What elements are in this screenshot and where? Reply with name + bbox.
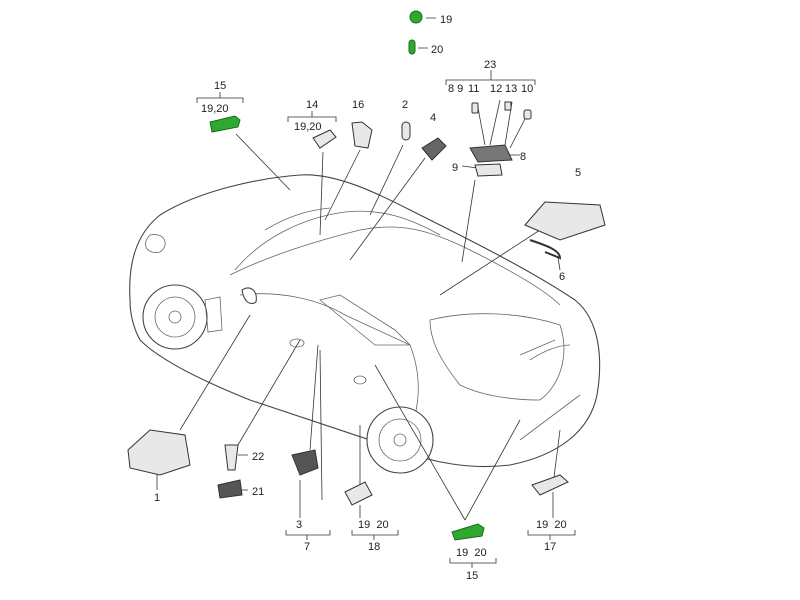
callout-11: 11 [468, 83, 479, 95]
part-10[interactable] [523, 109, 532, 120]
callout-17: 17 [544, 541, 556, 553]
callout-12: 12 [490, 83, 502, 95]
module-part-1[interactable] [127, 429, 191, 476]
callout-15-top-sub: 19,20 [201, 103, 229, 115]
callout-15-top: 15 [214, 80, 226, 92]
callout-6: 6 [559, 271, 565, 283]
callout-13: 13 [505, 83, 517, 95]
part-4[interactable] [421, 137, 447, 161]
part-22[interactable] [224, 444, 239, 471]
callout-7: 7 [304, 541, 310, 553]
nut-part-19[interactable] [409, 10, 423, 24]
callout-9: 9 [452, 162, 458, 174]
callout-8: 8 [520, 151, 526, 163]
part-21[interactable] [217, 479, 243, 499]
frame-part-9[interactable] [474, 163, 503, 177]
part-12[interactable] [504, 101, 512, 111]
lamp-part-14[interactable] [312, 129, 337, 149]
lamp-part-15-bottom[interactable] [451, 523, 485, 541]
gasket-part-6 [529, 239, 562, 260]
callout-labels: 19 20 23 8 9 11 12 13 10 15 19,20 14 19,… [154, 14, 581, 582]
callout-14-sub: 19,20 [294, 121, 322, 133]
callout-2: 2 [402, 99, 408, 111]
callout-19: 19 [440, 14, 452, 26]
bulb-part-2[interactable] [401, 121, 411, 141]
callout-10: 10 [521, 83, 533, 95]
callout-3: 3 [296, 519, 302, 531]
callout-21: 21 [252, 486, 264, 498]
car-illustration [129, 174, 601, 474]
leader-lines [156, 17, 576, 568]
console-part-5[interactable] [524, 201, 606, 241]
part-11[interactable] [471, 102, 479, 114]
callout-20: 20 [431, 44, 443, 56]
part-16[interactable] [351, 121, 373, 149]
lamp-part-18[interactable] [344, 481, 373, 506]
callout-17-sub: 19 20 [536, 519, 567, 531]
callout-14: 14 [306, 99, 318, 111]
console-part-8[interactable] [469, 144, 513, 163]
callout-18-sub: 19 20 [358, 519, 389, 531]
callout-1: 1 [154, 492, 160, 504]
callout-15-bottom: 15 [466, 570, 478, 582]
parts [127, 10, 606, 541]
callout-15-bottom-sub: 19 20 [456, 547, 487, 559]
callout-5: 5 [575, 167, 581, 179]
callout-23: 23 [484, 59, 496, 71]
callout-8-9: 8 9 [448, 83, 463, 95]
callout-18: 18 [368, 541, 380, 553]
callout-4: 4 [430, 112, 436, 124]
callout-22: 22 [252, 451, 264, 463]
bulb-part-20[interactable] [408, 39, 416, 55]
lamp-part-15-top[interactable] [209, 115, 241, 133]
callout-16: 16 [352, 99, 364, 111]
lamp-part-17[interactable] [531, 474, 569, 496]
part-3[interactable] [291, 449, 319, 476]
